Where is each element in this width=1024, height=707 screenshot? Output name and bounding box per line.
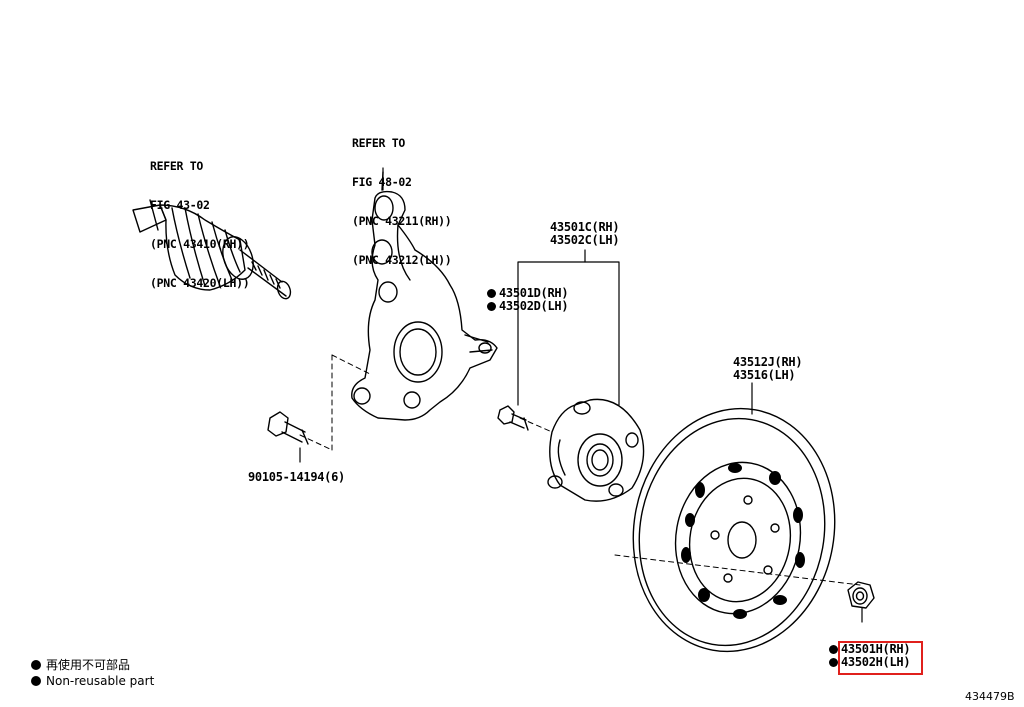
non-reusable-dot-icon <box>829 645 838 654</box>
hub-bolt-rh-row[interactable]: 43501D(RH) <box>487 286 569 300</box>
non-reusable-dot-icon <box>31 676 41 686</box>
rotor-rh[interactable]: 43512J(RH) <box>733 355 803 369</box>
knuckle-reference-callout: REFER TO FIG 48-02 (PNC 43211(RH)) (PNC … <box>352 111 452 280</box>
nut-rh-row[interactable]: 43501H(RH) <box>829 642 911 656</box>
hub-bolt-lh[interactable]: 43502D(LH) <box>499 299 569 313</box>
legend-english-text: Non-reusable part <box>46 674 155 688</box>
highlight-box <box>838 641 923 675</box>
non-reusable-dot-icon <box>487 289 496 298</box>
bolt-drawing <box>267 411 309 445</box>
hub-bolt-part-numbers[interactable]: 43501D(RH) 43502D(LH) <box>487 286 569 313</box>
nut-lh-row[interactable]: 43502H(LH) <box>829 655 911 669</box>
non-reusable-dot-icon <box>487 302 496 311</box>
legend-chinese-text: 再使用不可部品 <box>46 658 131 672</box>
nut-part-numbers[interactable]: 43501H(RH) 43502H(LH) <box>829 642 911 669</box>
legend: 再使用不可部品 Non-reusable part <box>31 657 154 689</box>
non-reusable-dot-icon <box>829 658 838 667</box>
hub-assy-lh[interactable]: 43502C(LH) <box>550 233 620 247</box>
illustration-code: 434479B <box>965 690 1015 703</box>
knuckle-ref-line-4: (PNC 43212(LH)) <box>352 253 452 267</box>
driveshaft-ref-line-3: (PNC 43410(RH)) <box>150 237 250 251</box>
nut-rh[interactable]: 43501H(RH) <box>841 642 911 656</box>
driveshaft-ref-line-1: REFER TO <box>150 159 203 173</box>
hub-bolt-lh-row[interactable]: 43502D(LH) <box>487 299 569 313</box>
leader-lines <box>299 167 863 623</box>
brake-rotor-drawing <box>632 407 836 653</box>
bolt-part-number[interactable]: 90105-14194(6) <box>248 470 345 484</box>
driveshaft-reference-callout: REFER TO FIG 43-02 (PNC 43410(RH)) (PNC … <box>150 134 250 303</box>
legend-row-chinese: 再使用不可部品 <box>31 657 154 673</box>
legend-row-english: Non-reusable part <box>31 673 154 689</box>
driveshaft-ref-line-4: (PNC 43420(LH)) <box>150 276 250 290</box>
drive-shaft-drawing <box>132 199 292 300</box>
driveshaft-ref-line-2: FIG 43-02 <box>150 198 210 212</box>
non-reusable-dot-icon <box>31 660 41 670</box>
hub-assembly-part-numbers[interactable]: 43501C(RH) 43502C(LH) <box>550 220 620 247</box>
steering-knuckle-drawing <box>351 171 498 421</box>
dashed-guide-lines <box>299 354 861 586</box>
knuckle-ref-line-2: FIG 48-02 <box>352 175 412 189</box>
hub-bolt-rh[interactable]: 43501D(RH) <box>499 286 569 300</box>
rotor-lh[interactable]: 43516(LH) <box>733 368 796 382</box>
knuckle-ref-line-1: REFER TO <box>352 136 405 150</box>
nut-drawing <box>847 581 875 609</box>
hub-bearing-drawing <box>547 398 645 502</box>
knuckle-ref-line-3: (PNC 43211(RH)) <box>352 214 452 228</box>
hub-bolt-drawing <box>497 405 529 431</box>
hub-assy-rh[interactable]: 43501C(RH) <box>550 220 620 234</box>
nut-lh[interactable]: 43502H(LH) <box>841 655 911 669</box>
rotor-part-numbers[interactable]: 43512J(RH) 43516(LH) <box>733 355 803 382</box>
